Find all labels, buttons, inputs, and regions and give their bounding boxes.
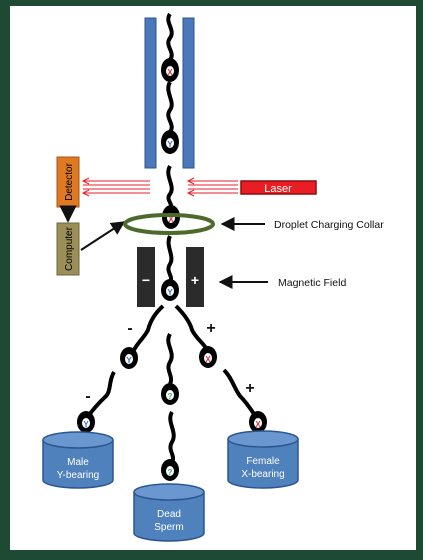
container-male: Male Y-bearing [42, 431, 114, 489]
mark-y: Y [167, 288, 173, 297]
mark-x: X [255, 420, 261, 429]
charge-sign-left-1: - [127, 320, 132, 337]
laser-box [240, 180, 317, 195]
container-dead-line2: Sperm [154, 522, 183, 533]
scattered-light [81, 177, 150, 197]
container-male-line1: Male [67, 457, 89, 468]
sperm-lower-right: X [222, 368, 267, 433]
charge-sign-right-2: + [245, 380, 254, 397]
positive-plate [186, 247, 204, 307]
container-male-line2: Y-bearing [57, 470, 99, 481]
positive-plate-sign: + [191, 272, 199, 288]
mark-y: Y [167, 140, 173, 149]
computer-to-collar-arrow [80, 221, 126, 251]
container-female-line1: Female [246, 456, 280, 467]
container-dead: Dead Sperm [133, 483, 205, 542]
negative-plate [137, 247, 155, 307]
collar-label: Droplet Charging Collar [274, 219, 384, 231]
laser-beams [186, 177, 238, 197]
mark-dead: ? [168, 392, 173, 401]
mark-y: Y [126, 356, 132, 365]
sperm-dead-1: ? [161, 332, 179, 405]
computer-box [56, 222, 80, 276]
sperm-branch-left: Y [120, 304, 165, 369]
mark-x: X [167, 68, 173, 77]
container-female-line2: X-bearing [241, 469, 284, 480]
detector-label: Detector [64, 162, 75, 200]
charge-sign-right-1: + [206, 320, 215, 337]
sperm-tube-1: X [161, 12, 179, 82]
negative-plate-sign: − [142, 272, 150, 288]
mark-dead: ? [168, 468, 173, 477]
magnetic-label: Magnetic Field [278, 277, 346, 289]
container-dead-line1: Dead [157, 509, 181, 520]
charge-sign-left-2: - [85, 388, 90, 405]
sperm-branch-right: X [174, 304, 217, 368]
sperm-tube-2: Y [161, 80, 179, 154]
sperm-plates: Y [161, 235, 179, 301]
mark-x: X [205, 355, 211, 364]
computer-label: Computer [64, 226, 75, 271]
sperm-lower-left: Y [77, 370, 116, 433]
laser-label: Laser [264, 183, 292, 195]
sperm-dead-2: ? [161, 410, 179, 481]
tube-left-wall [144, 17, 157, 169]
droplet-charging-collar [123, 213, 215, 235]
mark-y: Y [83, 420, 89, 429]
container-female: Female X-bearing [227, 430, 299, 489]
tube-right-wall [182, 17, 195, 169]
mark-x: X [168, 215, 174, 224]
